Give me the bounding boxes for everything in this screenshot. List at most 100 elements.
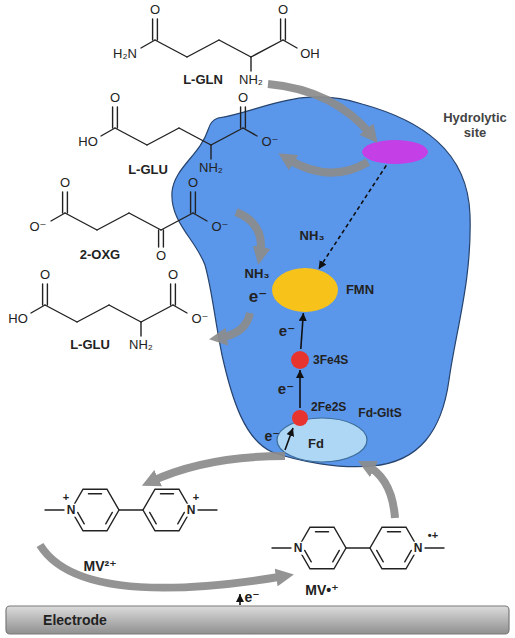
bond-line <box>425 547 444 548</box>
bond-line <box>140 322 141 336</box>
atom-label: O <box>188 176 198 191</box>
bond-line <box>245 107 246 128</box>
edge-label: e⁻ <box>278 380 294 397</box>
atom-label: O⁻ <box>212 220 229 235</box>
fmn-site-label: FMN <box>346 283 374 298</box>
bond-line <box>285 19 286 40</box>
atom-label: N <box>66 504 77 517</box>
bond-line <box>65 213 97 230</box>
iron-sulfur-cluster: 3Fe4S <box>288 348 368 372</box>
hydrolytic-site-label: Hydrolytic site <box>439 111 511 141</box>
pyridinium-ring <box>143 489 191 531</box>
bond-line <box>280 19 281 40</box>
bond-line <box>160 493 173 494</box>
atom-label: HO <box>78 135 98 150</box>
flow-arrow <box>40 545 285 588</box>
bond-line <box>42 284 43 305</box>
bond-line <box>147 128 179 145</box>
bond-line <box>175 284 176 305</box>
bond-line <box>219 40 251 57</box>
bond-line <box>101 128 115 136</box>
bond-line <box>163 230 164 247</box>
fmn-site-label: NH₃ <box>245 267 270 282</box>
electron-label: e⁻ <box>264 428 279 444</box>
fmn-site-shape <box>272 268 338 312</box>
atom-label: N <box>186 504 197 517</box>
bond-line <box>305 550 312 561</box>
ferredoxin: Fd2Fe2S <box>270 398 372 466</box>
atom-label: HO <box>8 312 28 327</box>
bond-line <box>157 19 158 40</box>
electron-arrow <box>239 594 241 605</box>
bond-line <box>195 192 196 213</box>
atom-label: NH₂ <box>239 73 263 88</box>
atom-label: O <box>150 3 160 18</box>
iron-sulfur-cluster-label: 2Fe2S <box>311 401 346 415</box>
bond-line <box>45 305 77 322</box>
bond-line <box>78 512 85 523</box>
bond-line <box>119 509 143 510</box>
bond-line <box>117 107 118 128</box>
flow-arrow <box>366 465 395 518</box>
molecule-name: MV•⁺ <box>305 582 338 598</box>
bond-line <box>51 213 65 221</box>
bond-line <box>250 57 251 71</box>
atom-label: O <box>168 268 178 283</box>
fmn-site: NH₃ e⁻ FMN <box>240 262 385 316</box>
atom-label: N <box>413 542 424 555</box>
bond-line <box>141 305 173 322</box>
atom-label: N <box>293 542 304 555</box>
electrode-bar-label: Electrode <box>43 612 107 628</box>
fmn-site-label: e⁻ <box>249 287 267 307</box>
bond-line <box>45 509 64 510</box>
atom-label: O <box>40 268 50 283</box>
hydrolytic-site: Hydrolytic site <box>358 108 510 166</box>
atom-label: O <box>278 3 288 18</box>
bond-line <box>141 40 155 48</box>
bond-line <box>88 493 101 494</box>
iron-sulfur-cluster: 2Fe2S <box>290 400 354 428</box>
bond-line <box>158 230 159 247</box>
electrode-bar-shape <box>6 606 509 634</box>
atom-label: O⁻ <box>192 312 209 327</box>
flow-arrow <box>150 456 285 482</box>
bond-line <box>198 509 217 510</box>
bond-line <box>115 128 147 145</box>
bond-line <box>315 531 328 532</box>
electron-label: e⁻ <box>244 589 259 605</box>
molecule-name: L-GLU <box>70 338 110 353</box>
bond-line <box>210 145 211 159</box>
bond-line <box>377 550 384 561</box>
enzyme-body-outline <box>165 75 480 475</box>
electrode-bar: Electrode <box>6 606 509 634</box>
bond-line <box>112 107 113 128</box>
pyridinium-ring <box>298 527 346 569</box>
bond-line <box>129 213 161 230</box>
bond-line <box>170 284 171 305</box>
enzyme-body-label: Fd-GltS <box>358 407 401 421</box>
bond-line <box>387 531 400 532</box>
molecule-name: MV²⁺ <box>83 558 116 574</box>
bond-line <box>62 192 63 213</box>
bond-line <box>47 284 48 305</box>
molecule-name: L-GLU <box>128 163 168 178</box>
pyridinium-ring <box>370 527 418 569</box>
electron-transfer-arrow <box>299 370 301 408</box>
bond-line <box>31 305 45 313</box>
bond-line <box>346 547 370 548</box>
bond-line <box>187 40 219 57</box>
iron-sulfur-cluster-label: 3Fe4S <box>313 354 348 368</box>
bond-line <box>155 40 187 57</box>
bond-line <box>97 213 129 230</box>
pyridinium-ring <box>71 489 119 531</box>
atom-label: O <box>238 91 248 106</box>
hydrolytic-site-shape <box>362 140 428 164</box>
bond-line <box>333 550 340 561</box>
bond-line <box>152 19 153 40</box>
atom-label: O⁻ <box>262 135 279 150</box>
bond-line <box>251 40 283 57</box>
atom-label: O⁻ <box>30 220 47 235</box>
edge-label: NH₃ <box>300 229 325 244</box>
molecule-name: L-GLN <box>183 73 223 88</box>
